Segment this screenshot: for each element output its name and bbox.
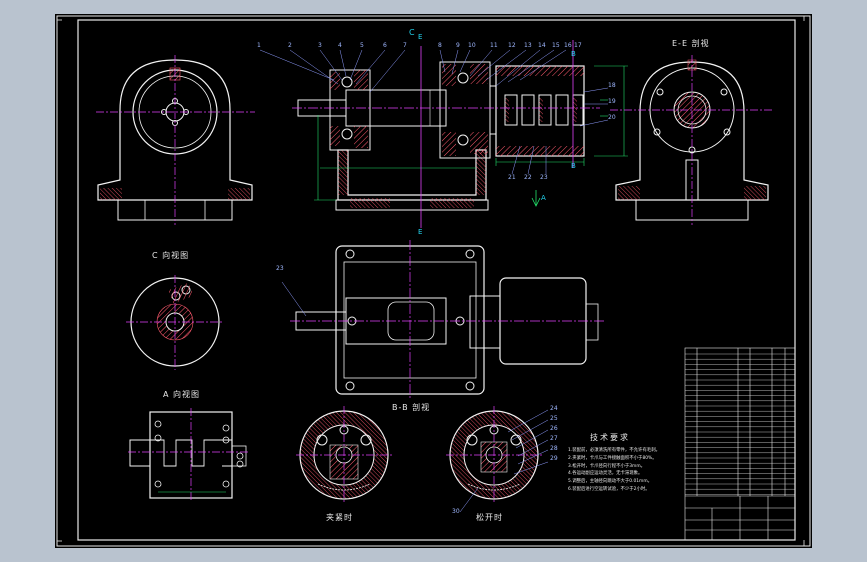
section-mark-b-bottom: B bbox=[571, 162, 576, 170]
balloon-17: 17 bbox=[574, 42, 582, 49]
balloon-28: 28 bbox=[550, 445, 558, 452]
assembled-view-title: 夹紧时 bbox=[326, 513, 353, 522]
balloon-16: 16 bbox=[564, 42, 572, 49]
balloon-released-bottom: 30 bbox=[452, 508, 460, 515]
released-chuck-view bbox=[446, 406, 549, 513]
balloon-22: 22 bbox=[524, 174, 532, 181]
trim-marks bbox=[57, 16, 805, 546]
balloon-19: 19 bbox=[608, 98, 616, 105]
balloon-6: 6 bbox=[383, 42, 387, 49]
balloon-11: 11 bbox=[490, 42, 498, 49]
section-mark-b-top: B bbox=[571, 50, 576, 58]
parts-list-rows bbox=[685, 353, 795, 495]
bb-plan-view bbox=[281, 240, 604, 400]
balloon-7: 7 bbox=[403, 42, 407, 49]
section-mark-a: A bbox=[541, 194, 546, 202]
outer-frame bbox=[56, 15, 811, 547]
balloon-26: 26 bbox=[550, 425, 558, 432]
balloon-29: 29 bbox=[550, 455, 558, 462]
section-mark-e-bottom: E bbox=[418, 228, 423, 236]
balloon-10: 10 bbox=[468, 42, 476, 49]
assembled-chuck-view bbox=[296, 406, 392, 504]
balloon-24: 24 bbox=[550, 405, 558, 412]
balloon-27: 27 bbox=[550, 435, 558, 442]
inner-frame bbox=[77, 19, 796, 541]
title-block bbox=[685, 495, 795, 540]
ee-section-title: E-E 剖视 bbox=[672, 39, 710, 48]
balloon-4: 4 bbox=[338, 42, 342, 49]
technical-note-line: 4.各运动副应运动灵活，无卡滞现象。 bbox=[568, 471, 643, 477]
ee-section-view bbox=[610, 55, 772, 225]
left-end-view bbox=[96, 55, 255, 225]
balloon-8: 8 bbox=[438, 42, 442, 49]
balloon-1: 1 bbox=[257, 42, 261, 49]
c-view-title: C 向视图 bbox=[152, 251, 190, 260]
balloon-3: 3 bbox=[318, 42, 322, 49]
a-view bbox=[128, 408, 250, 500]
technical-notes-lines: 1.装配前，必须清洗所有零件，不允许有毛刺。 2.夹紧时，卡爪与工件接触面积不小于… bbox=[568, 447, 680, 494]
leader-lines-top bbox=[259, 49, 609, 175]
balloon-13: 13 bbox=[524, 42, 532, 49]
balloon-plan-view: 23 bbox=[276, 265, 284, 272]
balloon-12: 12 bbox=[508, 42, 516, 49]
section-mark-e-top: E bbox=[418, 33, 423, 41]
section-mark-c: C bbox=[409, 28, 415, 37]
technical-note-line: 5.调整后，主轴径向跳动不大于0.01mm。 bbox=[568, 479, 652, 485]
balloon-25: 25 bbox=[550, 415, 558, 422]
balloon-23: 23 bbox=[540, 174, 548, 181]
balloon-20: 20 bbox=[608, 114, 616, 121]
technical-notes-title: 技术要求 bbox=[590, 433, 630, 442]
a-view-title: A 向视图 bbox=[163, 390, 201, 399]
technical-note-line: 6.装配后进行空运转试验，不少于2小时。 bbox=[568, 486, 650, 492]
balloon-15: 15 bbox=[552, 42, 560, 49]
balloon-9: 9 bbox=[456, 42, 460, 49]
main-section-view bbox=[292, 40, 628, 228]
technical-note-line: 2.夹紧时，卡爪与工件接触面积不小于80%。 bbox=[568, 455, 657, 461]
technical-note-line: 1.装配前，必须清洗所有零件，不允许有毛刺。 bbox=[568, 448, 661, 453]
balloon-14: 14 bbox=[538, 42, 546, 49]
released-view-title: 松开时 bbox=[476, 513, 503, 522]
technical-note-line: 3.松开时，卡爪径向行程不小于3mm。 bbox=[568, 463, 646, 469]
balloon-2: 2 bbox=[288, 42, 292, 49]
balloon-21: 21 bbox=[508, 174, 516, 181]
bb-section-title: B-B 剖视 bbox=[392, 403, 431, 412]
c-view bbox=[126, 275, 224, 370]
balloon-5: 5 bbox=[360, 42, 364, 49]
balloon-18: 18 bbox=[608, 82, 616, 89]
